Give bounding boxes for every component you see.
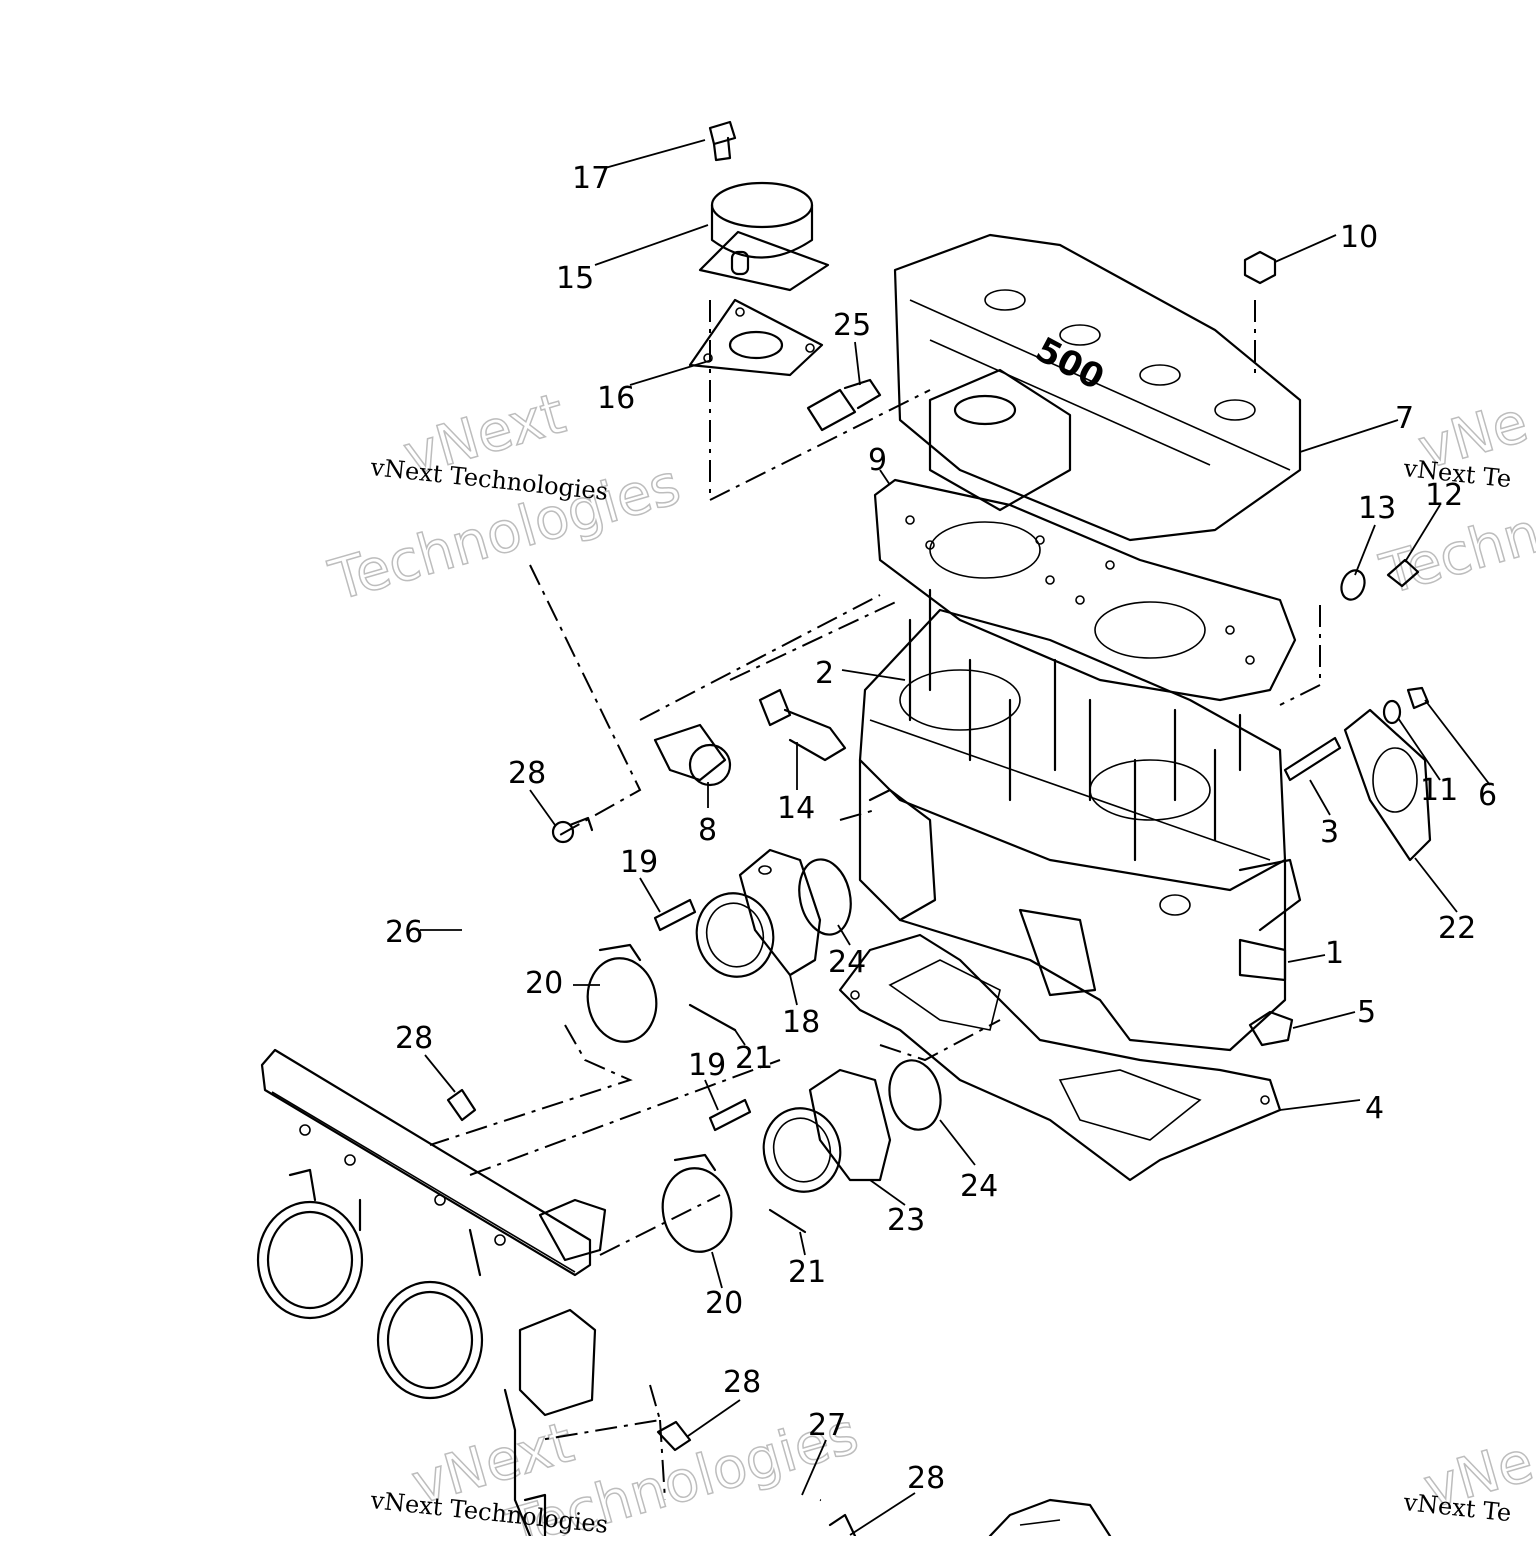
callout-1: 1 (1325, 936, 1344, 971)
callout-21-b: 21 (788, 1255, 826, 1290)
part-13-washer (1340, 569, 1366, 601)
part-28-clip-b (446, 1088, 477, 1122)
callout-15: 15 (556, 261, 594, 296)
callout-23: 23 (887, 1203, 925, 1238)
part-10-nut (1243, 250, 1277, 285)
assembly-centerlines (429, 300, 1321, 1501)
part-27-hose (756, 1486, 822, 1538)
callout-20-b: 20 (705, 1286, 743, 1321)
part-11-washer (1382, 699, 1402, 725)
callout-24-b: 24 (960, 1169, 998, 1204)
part-17-bolt (708, 120, 737, 162)
callout-27: 27 (808, 1408, 846, 1443)
part-28-clip-a (551, 816, 594, 844)
callout-13: 13 (1358, 491, 1396, 526)
callout-11: 11 (1420, 773, 1458, 808)
cylinder-studs (908, 588, 1242, 862)
part-20-clamp-upper (586, 943, 658, 1043)
part-28-clip-c (656, 1420, 692, 1452)
callout-2: 2 (815, 656, 834, 691)
callout-3: 3 (1320, 815, 1339, 850)
part-24-oring-lower (888, 1059, 942, 1131)
part-1-crankcase (858, 758, 1302, 1052)
part-21-screw-upper (688, 1003, 737, 1032)
callout-26: 26 (385, 915, 423, 950)
part-16-gasket (688, 298, 824, 377)
part-25-fitting (806, 378, 882, 432)
callout-28-a: 28 (508, 756, 546, 791)
callout-19-a: 19 (620, 845, 658, 880)
callout-24-a: 24 (828, 945, 866, 980)
part-8-plug (653, 723, 732, 787)
callout-28-d: 28 (907, 1461, 945, 1496)
callout-17: 17 (572, 161, 610, 196)
part-18-intake-manifold (695, 848, 822, 978)
part-6-nut (1406, 686, 1430, 710)
callout-10: 10 (1340, 220, 1378, 255)
callout-7: 7 (1395, 401, 1414, 436)
part-22-exhaust-gasket (1343, 708, 1432, 862)
callout-5: 5 (1357, 995, 1376, 1030)
part-15-thermostat-housing (698, 181, 830, 292)
callout-8: 8 (698, 813, 717, 848)
callout-18: 18 (782, 1005, 820, 1040)
part-23-intake-manifold (762, 1068, 892, 1193)
part-26-hose (460, 853, 530, 1100)
callout-9: 9 (868, 443, 887, 478)
part-5-plug (1248, 1010, 1294, 1047)
callout-28-c: 28 (723, 1365, 761, 1400)
part-19-bolt-lower (708, 1098, 752, 1132)
throttle-body-assembly (256, 1048, 607, 1538)
part-21-screw-lower (768, 1208, 807, 1234)
callout-19-b: 19 (688, 1048, 726, 1083)
callout-21-a: 21 (735, 1041, 773, 1076)
part-24-oring-upper (798, 858, 852, 936)
callout-leaders (420, 139, 1491, 1536)
callout-22: 22 (1438, 911, 1476, 946)
part-14-sensor (758, 688, 847, 762)
callout-12: 12 (1425, 478, 1463, 513)
part-28-clip-d (828, 1513, 857, 1538)
part-12-bolt (1386, 558, 1420, 588)
callout-6: 6 (1478, 778, 1497, 813)
part-20-clamp-lower (661, 1153, 733, 1253)
callout-28-b: 28 (395, 1021, 433, 1056)
callout-14: 14 (777, 791, 815, 826)
callout-20-a: 20 (525, 966, 563, 1001)
part-19-bolt-upper (653, 898, 697, 932)
part-3-stud (1283, 736, 1342, 782)
callout-25: 25 (833, 308, 871, 343)
part-2-cylinder-block (858, 588, 1287, 892)
callout-labels: 17 15 10 25 16 7 9 13 12 2 14 8 28 11 6 … (385, 161, 1497, 1496)
part-partial-bottom-right (988, 1498, 1112, 1538)
part-9-head-gasket (873, 478, 1297, 702)
callout-4: 4 (1365, 1091, 1384, 1126)
part-4-base-gasket (838, 933, 1282, 1182)
callout-16: 16 (597, 381, 635, 416)
